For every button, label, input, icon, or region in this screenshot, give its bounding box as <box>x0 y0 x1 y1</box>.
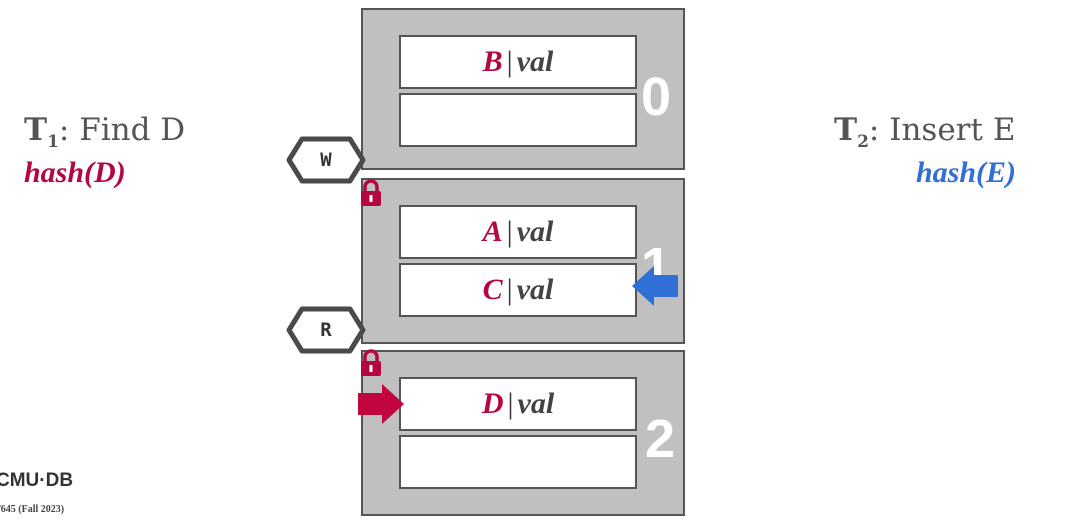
t1-arrow-right-icon <box>358 384 404 424</box>
write-latch-hexagon <box>286 136 366 184</box>
read-latch-badge: R <box>286 306 366 354</box>
lock-icon <box>361 349 381 376</box>
hash-page-1: A|val C|val 1 <box>361 178 685 344</box>
t2-arrow-left-icon <box>632 266 678 306</box>
t1-label: T1: Find D <box>24 112 186 153</box>
page-number-2: 2 <box>645 409 676 469</box>
t2-hash: hash(E) <box>916 156 1017 189</box>
slot-1-1: C|val <box>399 263 637 317</box>
hash-page-0: B|val 0 <box>361 8 685 170</box>
lock-icon <box>361 179 381 206</box>
write-latch-label: W <box>320 149 332 171</box>
cmu-db-logo: CMU·DB <box>0 470 74 491</box>
slot-1-0: A|val <box>399 205 637 259</box>
course-label: /645 (Fall 2023) <box>0 504 65 515</box>
read-latch-label: R <box>320 319 332 341</box>
t1-hash: hash(D) <box>24 156 126 189</box>
t2-label: T2: Insert E <box>834 112 1016 153</box>
read-latch-hexagon <box>286 306 366 354</box>
slot-0-1 <box>399 93 637 147</box>
slot-2-1 <box>399 435 637 489</box>
page-number-0: 0 <box>641 67 672 127</box>
hash-page-2: D|val 2 <box>361 350 685 516</box>
slot-0-0: B|val <box>399 35 637 89</box>
slot-2-0: D|val <box>399 377 637 431</box>
write-latch-badge: W <box>286 136 366 184</box>
